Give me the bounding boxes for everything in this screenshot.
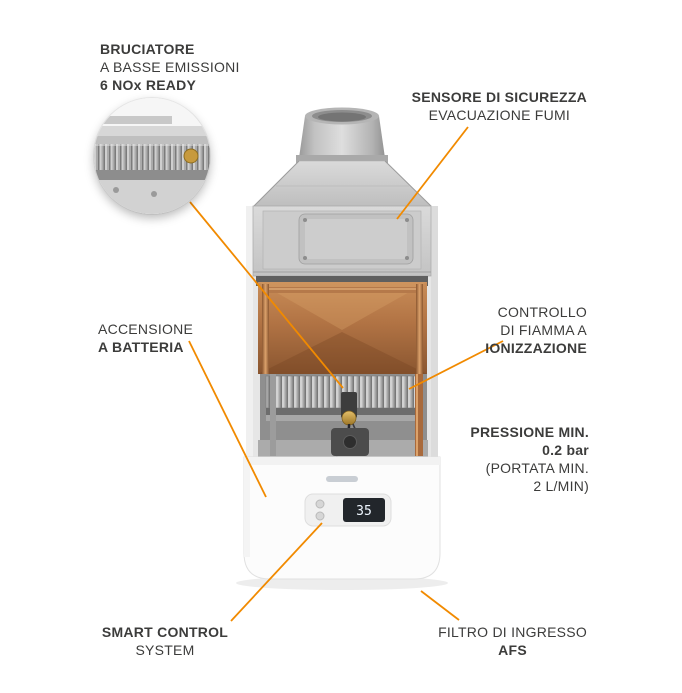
panel-button-down xyxy=(315,511,325,521)
callout-controllo-line3: IONIZZAZIONE xyxy=(485,340,587,356)
callout-smart-line1: SMART CONTROL xyxy=(101,624,229,640)
callout-pressione-line2: 0.2 bar xyxy=(542,442,589,458)
fume-sensor-box xyxy=(252,205,432,277)
callout-accensione-line2: A BATTERIA xyxy=(98,339,184,355)
callout-controllo-line1: CONTROLLO xyxy=(497,304,587,320)
callout-smart-control: SMART CONTROL SYSTEM xyxy=(99,623,231,659)
callout-pressione: PRESSIONE MIN. 0.2 bar (PORTATA MIN. 2 L… xyxy=(470,423,589,495)
burner-assembly xyxy=(258,374,428,457)
callout-bruciatore: BRUCIATORE A BASSE EMISSIONI 6 NOx READY xyxy=(100,40,240,94)
heat-exchanger xyxy=(256,276,428,374)
temperature-display xyxy=(343,498,385,522)
callout-pressione-line1: PRESSIONE MIN. xyxy=(470,424,589,440)
control-panel: 35 xyxy=(304,493,392,527)
inset-brass-fitting xyxy=(183,148,199,164)
callout-pressione-line3: (PORTATA MIN. xyxy=(485,460,589,476)
callout-accensione: ACCENSIONE A BATTERIA xyxy=(98,320,193,356)
panel-button-up xyxy=(315,499,325,509)
burner-detail-photo xyxy=(94,98,210,214)
callout-sensore-sicurezza: SENSORE DI SICUREZZA EVACUAZIONE FUMI xyxy=(412,88,587,124)
fume-hood xyxy=(251,160,434,209)
callout-bruciatore-line3: 6 NOx READY xyxy=(100,77,197,93)
callout-filtro-ingresso: FILTRO DI INGRESSO AFS xyxy=(438,623,587,659)
burner-detail-inset xyxy=(94,98,210,214)
flue-collar xyxy=(296,107,388,163)
ionization-electrode xyxy=(341,392,357,418)
front-casing: 35 xyxy=(243,456,441,580)
callout-bruciatore-line2: A BASSE EMISSIONI xyxy=(100,59,240,75)
callout-filtro-line2: AFS xyxy=(498,642,527,658)
callout-accensione-line1: ACCENSIONE xyxy=(98,321,194,337)
callout-sensore-line2: EVACUAZIONE FUMI xyxy=(428,107,571,123)
callout-pressione-line4: 2 L/MIN) xyxy=(533,478,589,494)
callout-bruciatore-line1: BRUCIATORE xyxy=(100,41,195,57)
callout-sensore-line1: SENSORE DI SICUREZZA xyxy=(411,89,587,105)
display-value: 35 xyxy=(356,504,372,519)
callout-controllo-fiamma: CONTROLLO DI FIAMMA A IONIZZAZIONE xyxy=(485,303,587,357)
brand-logo xyxy=(326,476,358,482)
brass-fitting xyxy=(341,410,357,426)
callout-smart-line2: SYSTEM xyxy=(135,642,195,658)
callout-filtro-line1: FILTRO DI INGRESSO xyxy=(438,624,587,640)
callout-controllo-line2: DI FIAMMA A xyxy=(500,322,587,338)
